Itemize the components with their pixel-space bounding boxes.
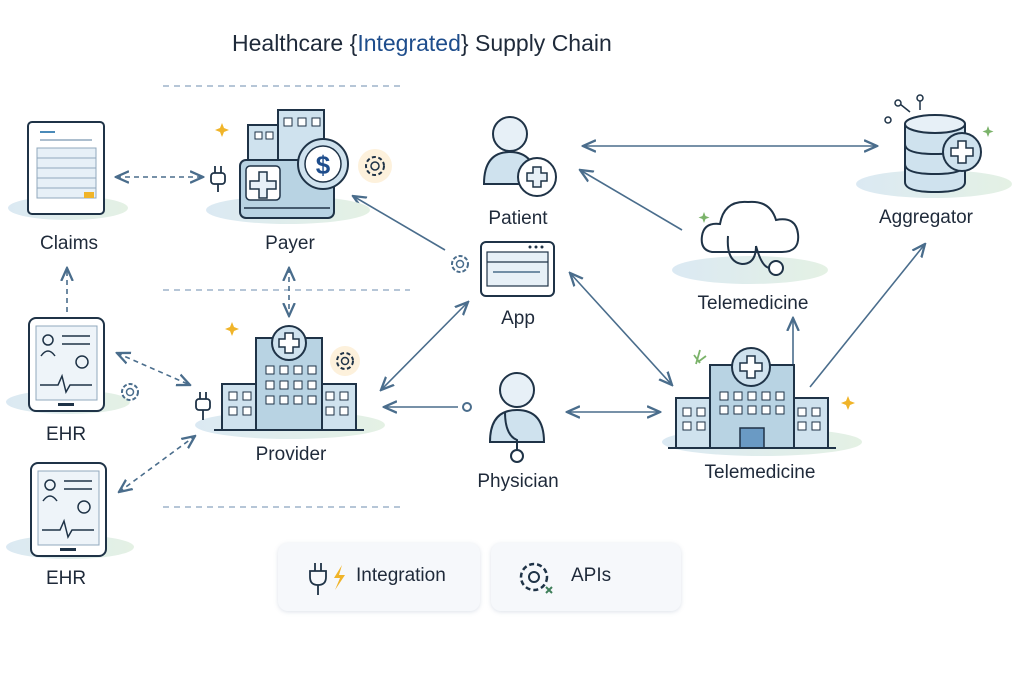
telemedicine-cloud-label: Telemedicine: [697, 293, 809, 314]
provider-label: Provider: [255, 444, 327, 465]
ehr2-provider-connector: [119, 436, 195, 492]
person-icon: [499, 372, 535, 408]
stethoscope-icon: [504, 411, 518, 450]
aggregator-node: [856, 94, 1012, 198]
aggregator-label: Aggregator: [878, 207, 974, 228]
claims-label: Claims: [39, 233, 99, 254]
claims-node: [8, 121, 128, 220]
legend-apis: APIs: [491, 543, 681, 611]
gear-icon: [121, 383, 139, 401]
sparkle-icon: [841, 396, 855, 410]
cloud-icon: [700, 200, 800, 253]
patient-node: [482, 116, 557, 197]
telemed-aggregator-connector: [809, 244, 925, 388]
app-label: App: [501, 308, 535, 329]
telemedicine-building-node: [662, 347, 862, 456]
app-provider-connector: [381, 302, 468, 390]
ehr-top-node: [6, 317, 130, 414]
app-payer-connector: [353, 196, 446, 251]
legend-integration: Integration: [278, 543, 480, 611]
physician-node: [462, 372, 546, 463]
gear-icon: [330, 346, 360, 376]
plug-icon: [210, 166, 226, 192]
payer-node: $: [206, 109, 392, 224]
provider-node: [195, 322, 385, 439]
sparkle-icon: [225, 322, 239, 336]
legend-integration-label: Integration: [356, 565, 446, 586]
ehr-provider-connector: [117, 353, 190, 385]
legend-apis-label: APIs: [571, 565, 612, 586]
patient-label: Patient: [488, 208, 548, 229]
app-node: [451, 241, 555, 297]
telemedicine-cloud-node: [672, 200, 828, 284]
app-telemed-connector: [570, 273, 672, 385]
telemed-patient-connector: [580, 170, 683, 231]
plug-icon: [195, 392, 211, 420]
person-icon: [492, 116, 528, 152]
sparkle-icon: [982, 126, 994, 137]
gear-icon: [358, 149, 392, 183]
sparkle-icon: [698, 212, 710, 223]
svg-text:$: $: [316, 150, 331, 180]
payer-label: Payer: [265, 233, 315, 254]
title-accent: Integrated: [357, 30, 461, 56]
gear-icon: [451, 255, 469, 273]
sparkle-icon: [215, 123, 229, 137]
telemedicine-building-label: Telemedicine: [704, 462, 816, 483]
ehr-top-label: EHR: [45, 424, 87, 445]
page-title: Healthcare {Integrated} Supply Chain: [232, 30, 612, 56]
physician-label: Physician: [477, 471, 559, 492]
ehr-bottom-label: EHR: [45, 568, 87, 589]
ehr-bottom-node: [6, 462, 134, 559]
stethoscope-icon: [726, 235, 757, 266]
